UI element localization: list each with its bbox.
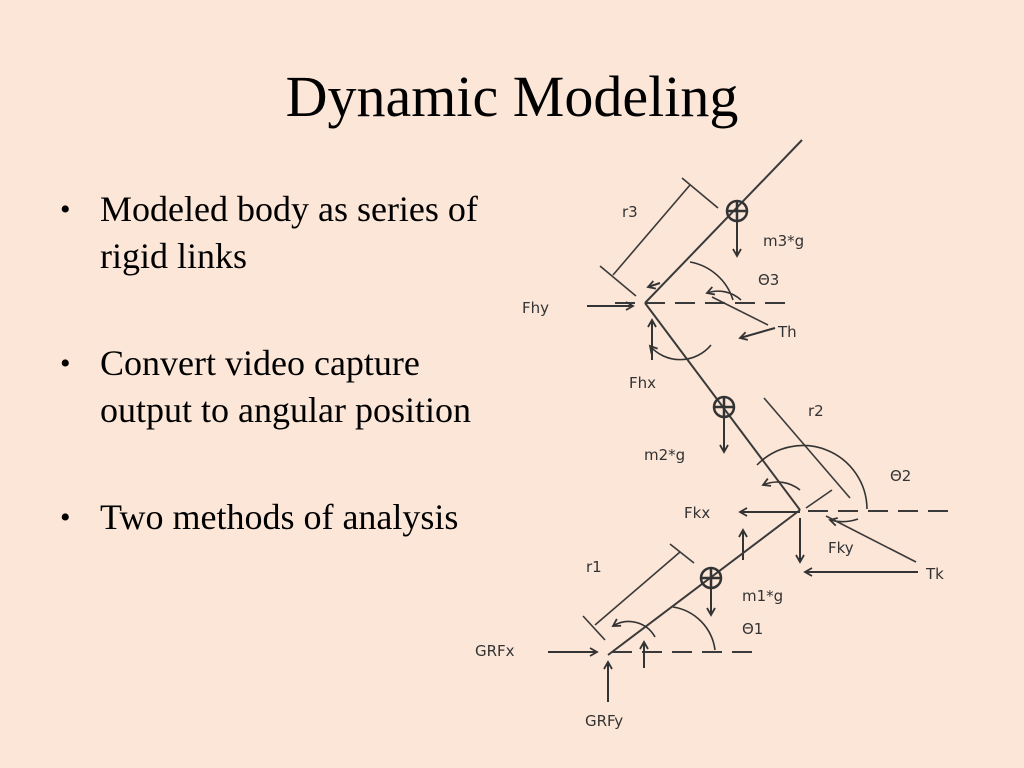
r1-tick-bottom bbox=[582, 615, 606, 641]
th-arc-lower bbox=[648, 344, 712, 361]
tk-arc-upper bbox=[761, 478, 801, 491]
label-tk: Tk bbox=[925, 565, 944, 583]
th-arc-upper bbox=[705, 286, 742, 301]
r2-dimension bbox=[763, 397, 851, 499]
bullet-dot: • bbox=[60, 501, 71, 534]
bullet-text: Modeled body as series of rigid links bbox=[100, 189, 478, 276]
r3-dimension bbox=[612, 184, 691, 276]
th-leader bbox=[711, 296, 769, 326]
label-fkx: Fkx bbox=[684, 504, 710, 522]
r3-tick-top bbox=[681, 177, 719, 209]
tk-arc-lower bbox=[828, 517, 859, 527]
label-fhy: Fhy bbox=[522, 299, 549, 317]
ankle-arc-upper bbox=[611, 618, 656, 638]
label-th: Th bbox=[777, 323, 797, 341]
theta2-arc bbox=[756, 444, 868, 510]
r3-tick-bottom bbox=[599, 265, 637, 297]
label-r1: r1 bbox=[586, 558, 602, 576]
label-fky: Fky bbox=[828, 539, 854, 557]
label-grfx: GRFx bbox=[475, 642, 515, 660]
com-3-symbol bbox=[725, 199, 749, 223]
link-1 bbox=[607, 509, 801, 656]
bullet-item: • Convert video capture output to angular… bbox=[58, 340, 478, 434]
theta3-pointer bbox=[646, 280, 661, 290]
label-grfy: GRFy bbox=[585, 712, 623, 730]
label-m1g: m1*g bbox=[742, 587, 783, 605]
link-3 bbox=[644, 139, 803, 304]
bullet-text: Convert video capture output to angular … bbox=[100, 343, 471, 430]
com-2-symbol bbox=[712, 395, 736, 419]
bullet-dot: • bbox=[60, 347, 71, 380]
th-pointer bbox=[738, 327, 776, 341]
label-fhx: Fhx bbox=[629, 374, 656, 392]
label-r2: r2 bbox=[808, 402, 824, 420]
bullet-item: • Modeled body as series of rigid links bbox=[58, 186, 478, 280]
label-m3g: m3*g bbox=[763, 232, 804, 250]
theta1-arc bbox=[672, 606, 716, 651]
com-1-symbol bbox=[699, 566, 723, 590]
label-r3: r3 bbox=[622, 203, 638, 221]
r1-dimension bbox=[594, 551, 681, 626]
label-m2g: m2*g bbox=[644, 446, 685, 464]
label-theta3: Θ3 bbox=[758, 271, 779, 289]
r1-tick-top bbox=[669, 543, 695, 564]
theta3-arc bbox=[689, 261, 734, 301]
bullet-list: • Modeled body as series of rigid links •… bbox=[58, 186, 478, 601]
tk-leader bbox=[825, 515, 917, 563]
bullet-item: • Two methods of analysis bbox=[58, 494, 478, 541]
label-theta1: Θ1 bbox=[742, 620, 763, 638]
bullet-text: Two methods of analysis bbox=[100, 497, 459, 537]
label-theta2: Θ2 bbox=[890, 467, 911, 485]
r2-tick bbox=[805, 489, 833, 509]
bullet-dot: • bbox=[60, 193, 71, 226]
slide-title: Dynamic Modeling bbox=[285, 64, 739, 129]
